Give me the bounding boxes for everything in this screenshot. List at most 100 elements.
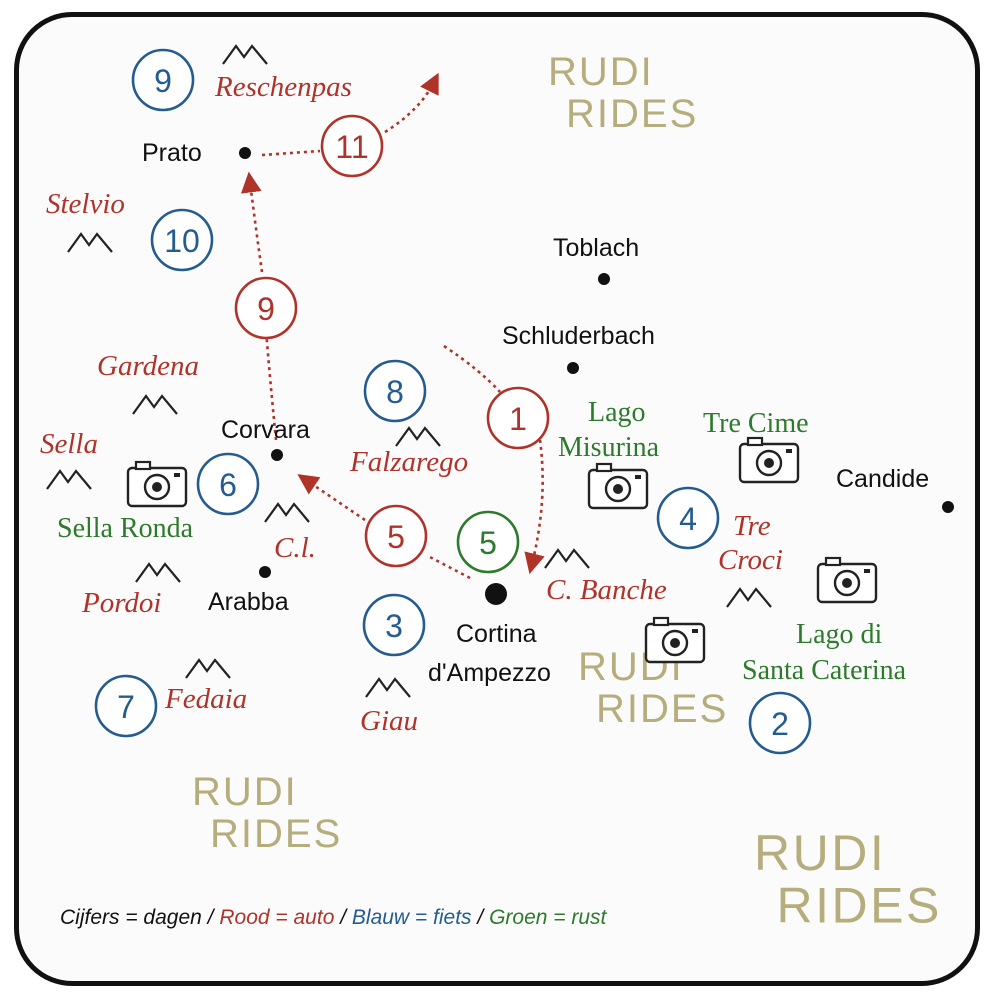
- day-circle: [656, 486, 720, 550]
- mountain-icon: [543, 548, 591, 570]
- svg-text:Lago: Lago: [588, 397, 646, 428]
- pass-falzarego: Falzarego: [349, 446, 468, 478]
- town-prato: Prato: [142, 139, 251, 167]
- svg-text:Santa Caterina: Santa Caterina: [742, 655, 907, 686]
- day-marker-d8-bike: 8: [363, 359, 427, 423]
- svg-text:Toblach: Toblach: [553, 234, 639, 262]
- day-number: 10: [164, 223, 200, 259]
- day-number: 2: [771, 706, 789, 742]
- day-circle: [364, 504, 428, 568]
- pass-tre-croci: Tre Croci: [718, 510, 783, 576]
- day-marker-d7-bike: 7: [94, 674, 158, 738]
- day-circle: [748, 691, 812, 755]
- brand-logo: RUDI RIDES: [548, 50, 698, 136]
- car-routes: [250, 72, 543, 580]
- day-number: 6: [219, 467, 237, 503]
- day-circle: [486, 386, 550, 450]
- day-marker-d5-car: 5: [364, 504, 428, 568]
- day-number: 9: [154, 63, 172, 99]
- town-dot: [271, 449, 283, 461]
- svg-text:Corvara: Corvara: [221, 416, 310, 444]
- day-number: 3: [385, 608, 403, 644]
- route-day5-corvara: [297, 474, 366, 522]
- day-circle: [94, 674, 158, 738]
- svg-text:RIDES: RIDES: [566, 92, 698, 136]
- day-circle: [362, 593, 426, 657]
- pass-giau: Giau: [360, 705, 418, 737]
- svg-text:Misurina: Misurina: [558, 432, 660, 463]
- town-toblach: Toblach: [553, 234, 639, 285]
- svg-text:RUDI: RUDI: [548, 50, 654, 94]
- svg-text:RIDES: RIDES: [596, 687, 728, 731]
- svg-text:Tre: Tre: [733, 510, 771, 542]
- brand-logo: RUDI RIDES: [192, 770, 342, 856]
- mountain-icon: [221, 44, 269, 66]
- svg-text:RUDI: RUDI: [192, 770, 298, 814]
- pass-reschenpas: Reschenpas: [214, 71, 352, 103]
- town-dot: [567, 362, 579, 374]
- svg-text:Schluderbach: Schluderbach: [502, 322, 655, 350]
- day-number: 8: [386, 374, 404, 410]
- day-marker-d11-car: 11: [320, 114, 384, 178]
- mountain-icon: [394, 426, 442, 448]
- day-marker-d2-bike: 2: [748, 691, 812, 755]
- day-circle: [456, 510, 520, 574]
- town-arabba: Arabba: [208, 566, 289, 616]
- rest-tre-cime: Tre Cime: [703, 408, 809, 439]
- camera-icon: [644, 616, 706, 664]
- svg-text:RUDI: RUDI: [754, 825, 886, 881]
- town-dot: [598, 273, 610, 285]
- svg-text:RIDES: RIDES: [210, 812, 342, 856]
- route-cortina-day5: [427, 554, 471, 580]
- day-circle: [363, 359, 427, 423]
- day-marker-d3-bike: 3: [362, 593, 426, 657]
- mountain-icon: [184, 658, 232, 680]
- route-corvara-prato: [250, 182, 278, 441]
- svg-text:Candide: Candide: [836, 465, 929, 493]
- town-corvara: Corvara: [221, 416, 310, 461]
- svg-text:Cortina: Cortina: [456, 620, 537, 648]
- town-cortina: Cortina d'Ampezzo: [428, 583, 551, 687]
- route-prato-day11: [261, 149, 321, 157]
- pass-gardena: Gardena: [97, 350, 199, 382]
- town-dot: [239, 147, 251, 159]
- route-day1: [443, 344, 543, 564]
- camera-icon: [587, 462, 649, 510]
- svg-text:RIDES: RIDES: [777, 878, 942, 934]
- day-circle: [234, 276, 298, 340]
- day-number: 7: [117, 689, 135, 725]
- rest-lago-santa-caterina: Lago di Santa Caterina: [742, 619, 907, 686]
- svg-text:d'Ampezzo: d'Ampezzo: [428, 659, 551, 687]
- day-marker-d10-bike: 10: [150, 208, 214, 272]
- pass-c-banche: C. Banche: [546, 574, 667, 606]
- mountain-icon: [364, 677, 412, 699]
- day-number: 5: [387, 519, 405, 555]
- day-marker-d5-rest: 5: [456, 510, 520, 574]
- legend: Cijfers = dagen / Rood = auto / Blauw = …: [60, 906, 608, 929]
- day-circle: [320, 114, 384, 178]
- pass-cl: C.l.: [274, 532, 316, 564]
- svg-text:Prato: Prato: [142, 139, 202, 167]
- pass-fedaia: Fedaia: [164, 683, 247, 715]
- town-candide: Candide: [836, 465, 954, 513]
- day-number: 11: [335, 129, 368, 165]
- camera-icon: [738, 436, 800, 484]
- day-circle: [150, 208, 214, 272]
- mountain-icon: [263, 502, 311, 524]
- day-number: 4: [679, 501, 697, 537]
- route-day11-reschen: [384, 72, 439, 134]
- day-number: 1: [509, 401, 527, 437]
- camera-icon: [816, 556, 878, 604]
- day-marker-d4-bike: 4: [656, 486, 720, 550]
- town-dot: [485, 583, 507, 605]
- svg-text:Arabba: Arabba: [208, 588, 289, 616]
- town-dot: [942, 501, 954, 513]
- day-marker-d6-bike: 6: [196, 452, 260, 516]
- day-number: 5: [479, 525, 497, 561]
- mountain-icon: [66, 232, 114, 254]
- day-circle: [196, 452, 260, 516]
- pass-pordoi: Pordoi: [81, 587, 161, 619]
- brand-logo: RUDI RIDES: [754, 825, 942, 934]
- svg-text:Croci: Croci: [718, 544, 783, 576]
- mountain-icon: [134, 562, 182, 584]
